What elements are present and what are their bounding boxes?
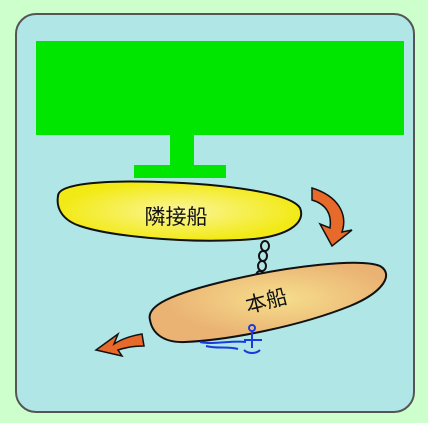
main-ship-hull [148,261,387,344]
quay-structure-base [134,165,226,178]
curved-arrow-down-icon [311,186,353,248]
adjacent-ship-hull [56,180,303,242]
adjacent-ship-label: 隣接船 [145,205,208,229]
main-ship: 本船 [148,261,387,344]
arrow-down-left-icon [94,331,145,358]
chain-icon [255,240,270,282]
quay-structure-top [36,41,404,135]
adjacent-ship: 隣接船 [56,180,303,242]
quay-structure-post [170,133,194,167]
anchor-icon [199,324,262,354]
